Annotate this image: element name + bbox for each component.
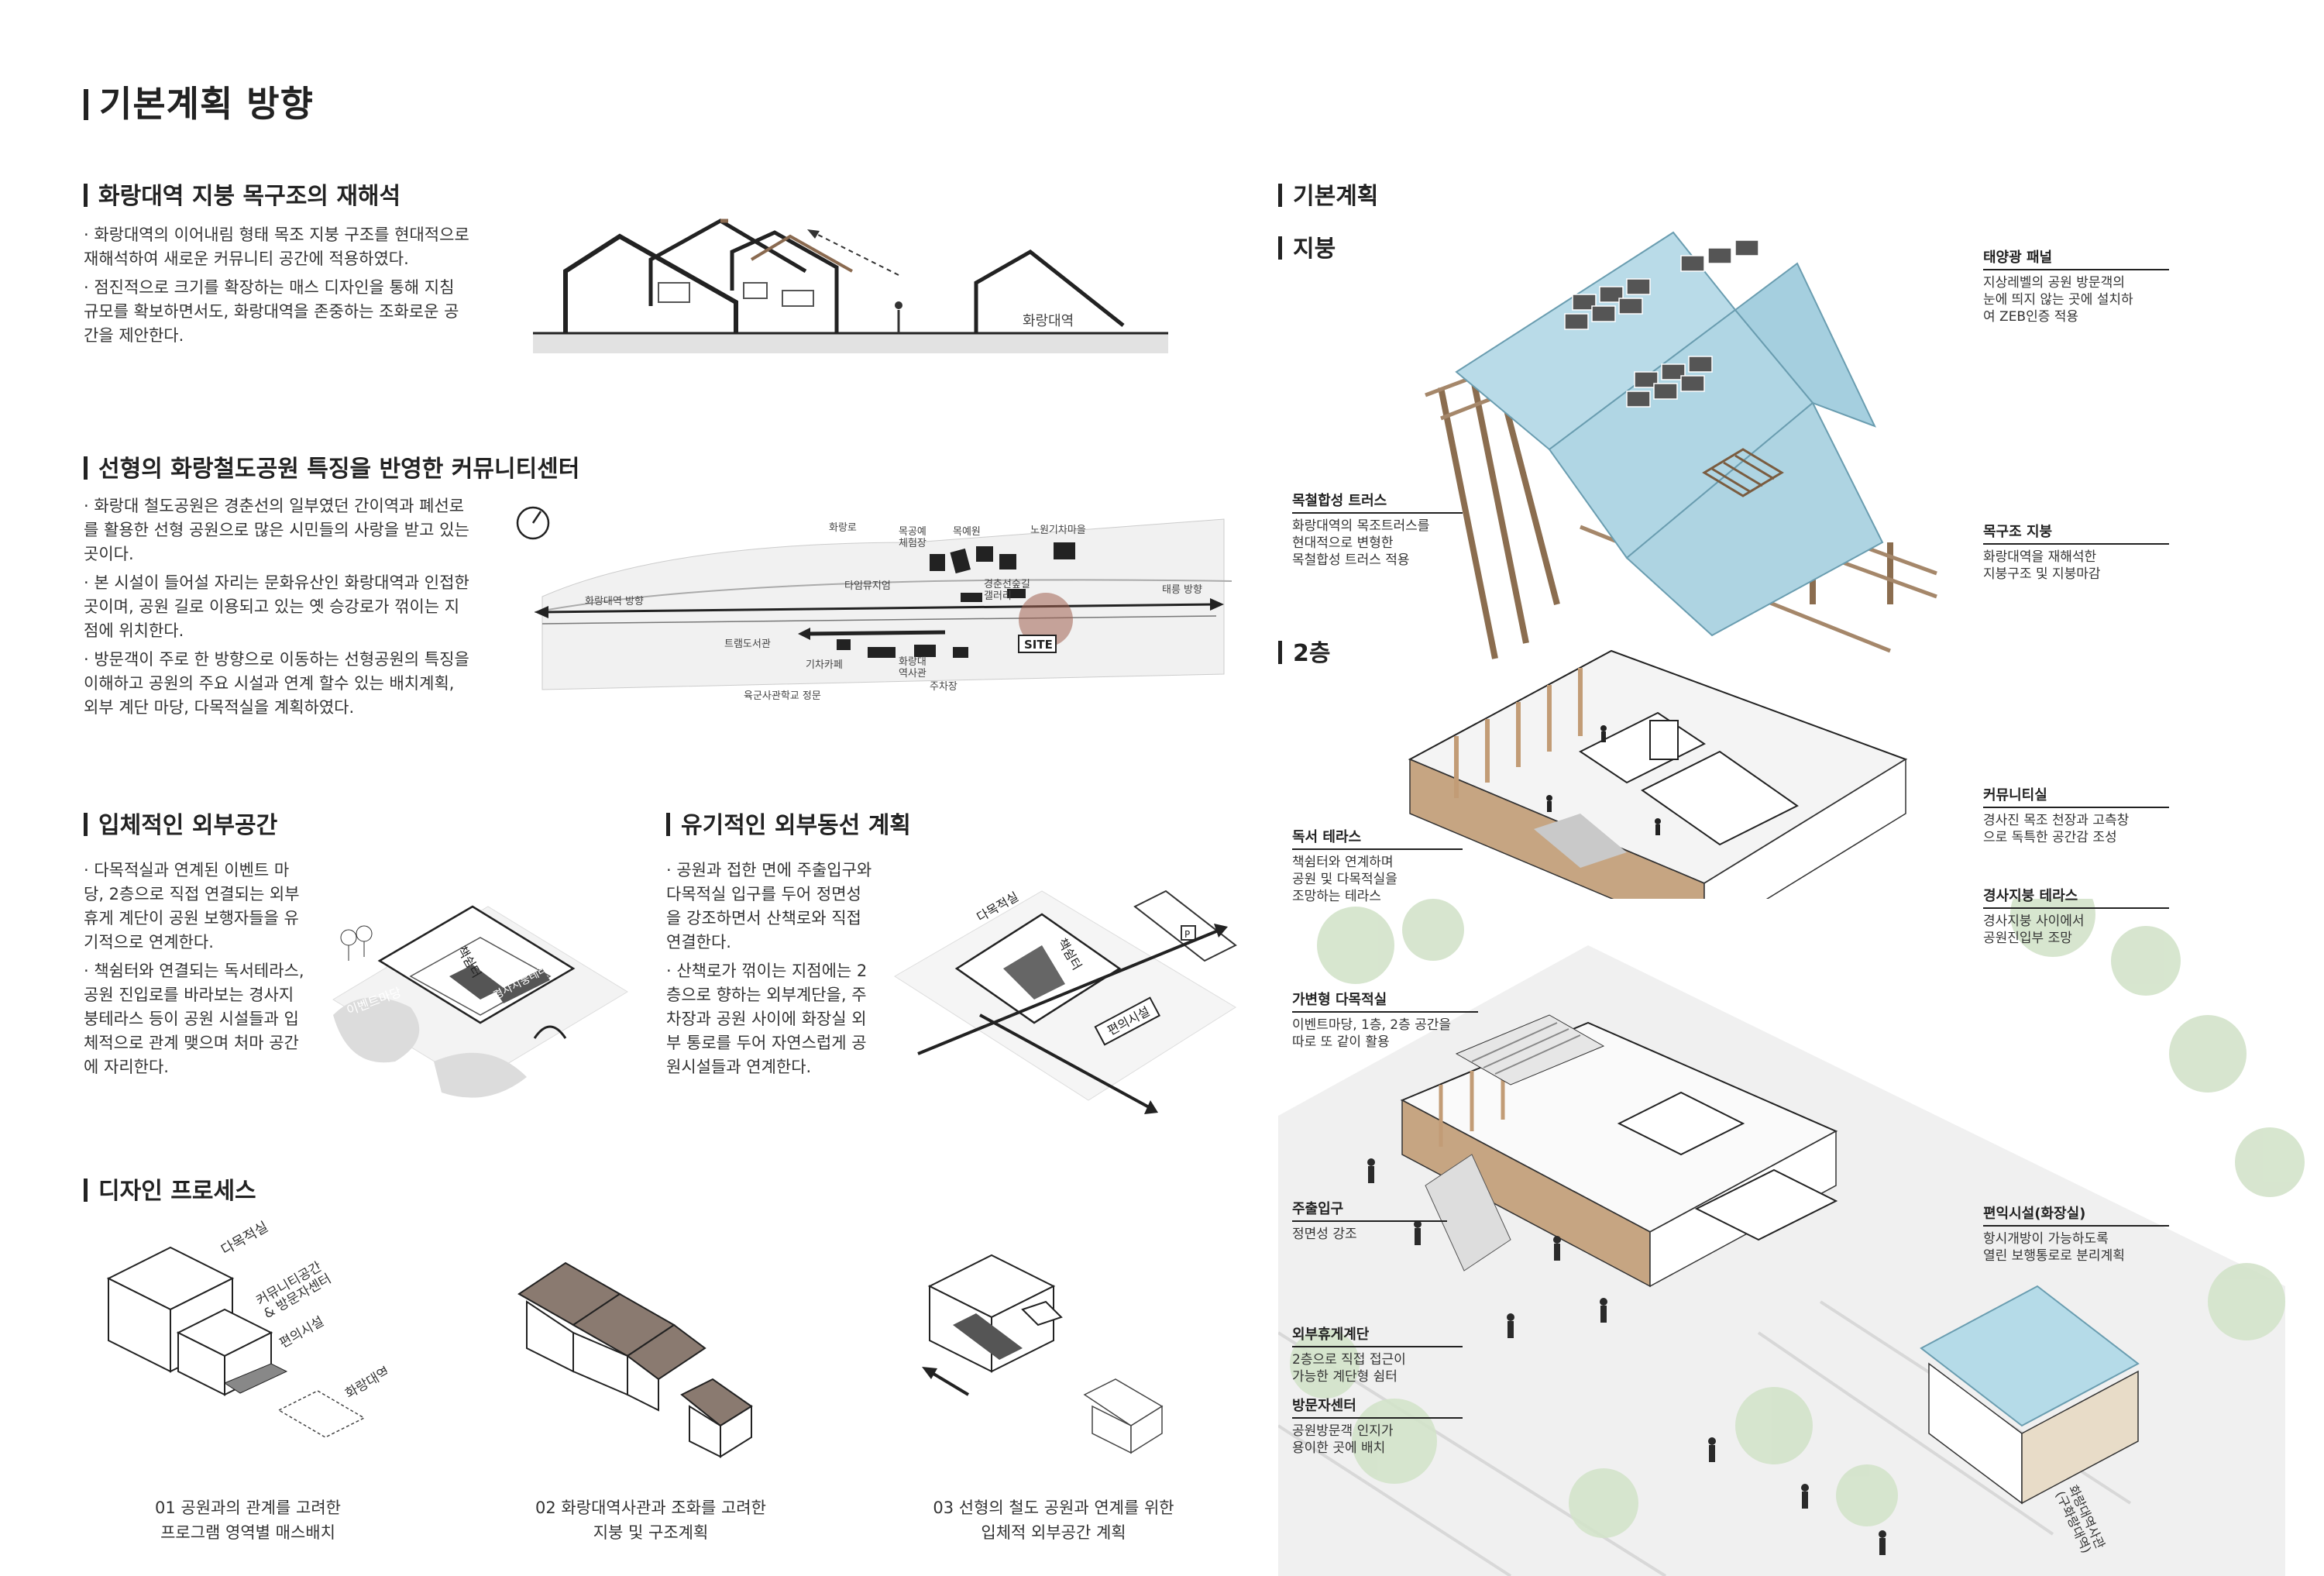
process-label: 편의시설 — [277, 1314, 327, 1352]
process-caption-1: 01 공원과의 관계를 고려한 프로그램 영역별 매스배치 — [155, 1499, 341, 1542]
callout-desc: 경사지붕 사이에서 공원진입부 조망 — [1983, 914, 2085, 946]
callout-desc: 화랑대역의 목조트러스를 현대적으로 변형한 목철합성 트러스 적용 — [1292, 518, 1430, 568]
bullet: · 다목적실과 연계된 이벤트 마당, 2층으로 직접 연결되는 외부 휴게 계… — [84, 861, 300, 951]
floor2-axonometric — [1408, 649, 1908, 939]
bullet: · 산책로가 꺾이는 지점에는 2층으로 향하는 외부계단을, 주차장과 공원 … — [666, 962, 868, 1076]
callout-desc: 항시개방이 가능하도록 열린 보행통로로 분리계획 — [1983, 1231, 2125, 1264]
parking-icon: P — [1184, 929, 1190, 940]
section-title-circulation: 유기적인 외부동선 계획 — [666, 806, 911, 840]
process-step-2-diagram — [517, 1261, 753, 1458]
callout-desc: 화랑대역을 재해석한 지붕구조 및 지붕마감 — [1983, 549, 2101, 582]
plan-title: 기본계획 — [1278, 177, 1378, 211]
callout-title: 목철합성 트러스 — [1292, 490, 1463, 514]
section-title-outdoor: 입체적인 외부공간 — [84, 806, 277, 840]
callout-title: 경사지붕 테라스 — [1983, 885, 2169, 909]
callout-desc: 2층으로 직접 접근이 가능한 계단형 쉼터 — [1292, 1352, 1406, 1385]
roof-bullets: · 화랑대역의 이어내림 형태 목조 지붕 구조를 현대적으로 재해석하여 새로… — [84, 223, 471, 353]
roof-title: 지붕 — [1278, 229, 1336, 263]
process-step-3-diagram — [922, 1254, 1164, 1454]
circulation-diagram: P 다목적실 책쉼터 편의시설 — [894, 890, 1237, 1114]
callout-entrance: 주출입구 정면성 강조 — [1292, 1198, 1447, 1243]
bullet: · 방문객이 주로 한 방향으로 이동하는 선형공원의 특징을 이해하고 공원의… — [84, 650, 469, 717]
map-label: 목예원 — [953, 526, 981, 538]
site-marker-label: SITE — [1024, 638, 1053, 652]
callout-slope-terrace: 경사지붕 테라스 경사지붕 사이에서 공원진입부 조망 — [1983, 885, 2169, 947]
process-label: 화랑대역 — [343, 1364, 388, 1402]
floor1-site-axonometric: 화랑대역사관(구화랑대역) — [1278, 899, 2324, 1576]
map-label: 기차카페 — [806, 659, 843, 671]
linear-park-bullets: · 화랑대 철도공원은 경춘선의 일부였던 간이역과 폐선로를 활용한 선형 공… — [84, 494, 471, 724]
map-label: 노원기차마을 — [1030, 525, 1086, 536]
bullet: · 화랑대 철도공원은 경춘선의 일부였던 간이역과 폐선로를 활용한 선형 공… — [84, 497, 469, 563]
callout-title: 가변형 다목적실 — [1292, 989, 1478, 1013]
map-label: 화랑로 — [829, 522, 857, 534]
bullet: · 점진적으로 크기를 확장하는 매스 디자인을 통해 지침 규모를 확보하면서… — [84, 278, 459, 345]
map-label: 육군사관학교 정문 — [744, 690, 821, 702]
callout-title: 목구조 지붕 — [1983, 521, 2169, 545]
callout-desc: 이벤트마당, 1층, 2층 공간을 따로 또 같이 활용 — [1292, 1017, 1452, 1050]
callout-desc: 정면성 강조 — [1292, 1227, 1357, 1242]
callout-stair: 외부휴게계단 2층으로 직접 접근이 가능한 계단형 쉼터 — [1292, 1323, 1463, 1385]
bullet: · 공원과 접한 면에 주출입구와 다목적실 입구를 두어 정면성을 강조하면서… — [666, 861, 872, 951]
map-label: 화랑대역 방향 — [585, 596, 644, 607]
roof-section-diagram: 화랑대역 — [533, 219, 1168, 353]
callout-title: 독서 테라스 — [1292, 826, 1463, 850]
callout-title: 편익시설(화장실) — [1983, 1203, 2169, 1227]
diagram-label-station: 화랑대역 — [1023, 313, 1074, 329]
section-title-process: 디자인 프로세스 — [84, 1172, 256, 1206]
callout-title: 주출입구 — [1292, 1198, 1447, 1222]
map-label: 트램도서관 — [724, 638, 771, 650]
callout-title: 외부휴게계단 — [1292, 1323, 1463, 1347]
outdoor-bullets: · 다목적실과 연계된 이벤트 마당, 2층으로 직접 연결되는 외부 휴게 계… — [84, 859, 308, 1084]
map-label: 태릉 방향 — [1162, 584, 1202, 596]
process-caption-2: 02 화랑대역사관과 조화를 고려한 지붕 및 구조계획 — [535, 1499, 766, 1542]
callout-multi: 가변형 다목적실 이벤트마당, 1층, 2층 공간을 따로 또 같이 활용 — [1292, 989, 1478, 1051]
section-title-roof: 화랑대역 지붕 목구조의 재해석 — [84, 177, 401, 211]
floor2-title: 2층 — [1278, 634, 1330, 668]
callout-desc: 지상레벨의 공원 방문객의 눈에 띄지 않는 곳에 설치하 여 ZEB인증 적용 — [1983, 275, 2133, 325]
callout-title: 태양광 패널 — [1983, 246, 2169, 270]
map-label: 타임뮤지엄 — [844, 580, 891, 592]
callout-desc: 책쉼터와 연계하며 공원 및 다목적실을 조망하는 테라스 — [1292, 855, 1397, 904]
callout-solar: 태양광 패널 지상레벨의 공원 방문객의 눈에 띄지 않는 곳에 설치하 여 Z… — [1983, 246, 2169, 325]
callout-toilet: 편익시설(화장실) 항시개방이 가능하도록 열린 보행통로로 분리계획 — [1983, 1203, 2169, 1265]
callout-title: 커뮤니티실 — [1983, 784, 2169, 808]
outdoor-space-diagram: 이벤트마당 책쉼터 경사지붕테라스 — [332, 905, 628, 1098]
bullet: · 책쉼터와 연결되는 독서테라스, 공원 진입로를 바라보는 경사지붕테라스 … — [84, 962, 304, 1076]
process-label: 다목적실 — [218, 1219, 271, 1258]
bullet: · 본 시설이 들어설 자리는 문화유산인 화랑대역과 인접한 곳이며, 공원 … — [84, 573, 469, 640]
callout-reading: 독서 테라스 책쉼터와 연계하며 공원 및 다목적실을 조망하는 테라스 — [1292, 826, 1463, 905]
callout-wood-roof: 목구조 지붕 화랑대역을 재해석한 지붕구조 및 지붕마감 — [1983, 521, 2169, 583]
roof-axonometric — [1425, 231, 1937, 659]
process-step-1-diagram: 다목적실 커뮤니티공간& 방문자센터 편의시설 화랑대역 — [106, 1219, 388, 1438]
process-label: 커뮤니티공간& 방문자센터 — [254, 1258, 335, 1323]
callout-desc: 공원방문객 인지가 용이한 곳에 배치 — [1292, 1423, 1394, 1456]
map-label: 주차장 — [930, 681, 957, 693]
bullet: · 화랑대역의 이어내림 형태 목조 지붕 구조를 현대적으로 재해석하여 새로… — [84, 225, 469, 268]
callout-visitor: 방문자센터 공원방문객 인지가 용이한 곳에 배치 — [1292, 1395, 1463, 1457]
circulation-bullets: · 공원과 접한 면에 주출입구와 다목적실 입구를 두어 정면성을 강조하면서… — [666, 859, 875, 1084]
callout-community: 커뮤니티실 경사진 목조 천장과 고측창 으로 독특한 공간감 조성 — [1983, 784, 2169, 846]
callout-truss: 목철합성 트러스 화랑대역의 목조트러스를 현대적으로 변형한 목철합성 트러스… — [1292, 490, 1463, 569]
page-title: 기본계획 방향 — [84, 76, 314, 127]
process-caption-3: 03 선형의 철도 공원과 연계를 위한 입체적 외부공간 계획 — [933, 1499, 1174, 1542]
callout-desc: 경사진 목조 천장과 고측창 으로 독특한 공간감 조성 — [1983, 813, 2130, 845]
section-title-linear-park: 선형의 화랑철도공원 특징을 반영한 커뮤니티센터 — [84, 449, 579, 483]
callout-title: 방문자센터 — [1292, 1395, 1463, 1419]
